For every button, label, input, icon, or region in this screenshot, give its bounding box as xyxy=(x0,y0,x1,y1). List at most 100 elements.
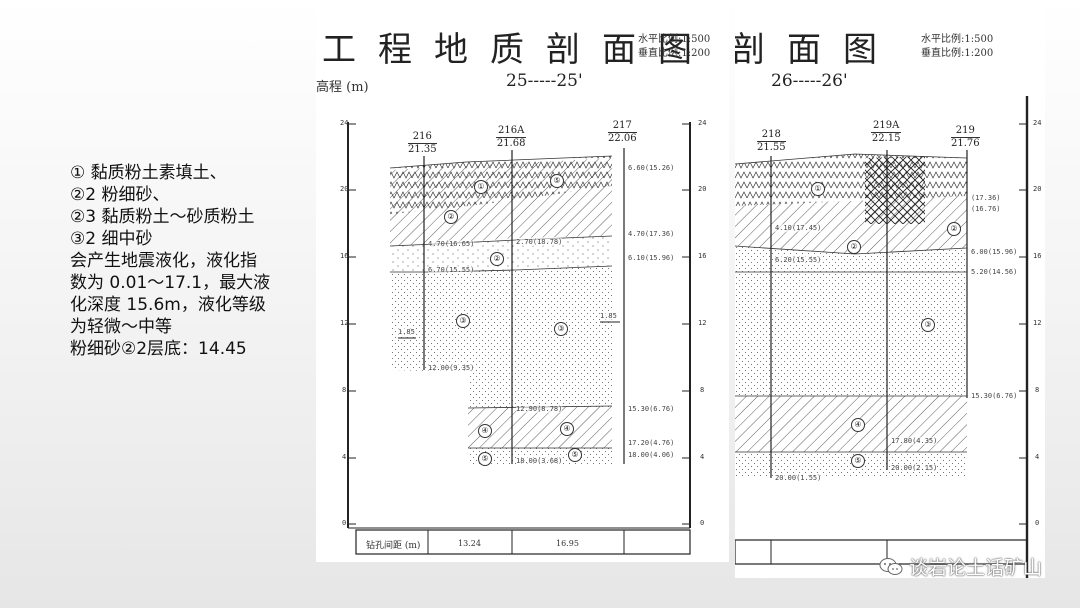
borehole-header: 216A 21.68 xyxy=(496,125,527,150)
borehole-elevation: 21.76 xyxy=(951,138,980,149)
spacing-value: 13.24 xyxy=(458,539,481,548)
layer-id: ① xyxy=(474,180,488,194)
tick-label: 4 xyxy=(700,453,705,461)
tick-label: 8 xyxy=(700,386,705,394)
tick-label: 0 xyxy=(342,519,347,527)
layer-label: 20.00(1.55) xyxy=(775,474,822,482)
tick-label: 12 xyxy=(1033,319,1042,327)
tick-label: 20 xyxy=(340,185,349,193)
layer-label: 12.90(8.78) xyxy=(516,405,563,413)
borehole-number: 216A xyxy=(496,125,527,138)
borehole-elevation: 21.68 xyxy=(496,138,526,149)
layer-id: ② xyxy=(847,240,861,254)
tick-label: 20 xyxy=(1033,185,1042,193)
layer-label: 17.80(4.35) xyxy=(891,437,938,445)
tick-label: 12 xyxy=(698,319,707,327)
borehole-number: 218 xyxy=(757,129,786,142)
layer-label: 6.10(15.96) xyxy=(628,254,675,262)
layer-label: 2.70(18.78) xyxy=(516,238,563,246)
layer-label: 12.00(9.35) xyxy=(428,364,475,372)
tick-label: 4 xyxy=(1035,453,1040,461)
tick-label: 8 xyxy=(1035,386,1040,394)
borehole-header: 219A 22.15 xyxy=(871,120,902,145)
borehole-elevation: 21.35 xyxy=(408,144,437,155)
tick-label: 24 xyxy=(1033,119,1042,127)
layer-label: 4.10(17.45) xyxy=(775,224,822,232)
layer-id: ③ xyxy=(921,318,935,332)
layer-label: 4.70(17.36) xyxy=(628,230,675,238)
layer-id: ③ xyxy=(554,322,568,336)
profile-a-elev-label: 高程 (m) xyxy=(316,80,369,95)
profile-a-scale-v: 垂直比例:1:200 xyxy=(638,48,711,59)
layer-label: 6.20(15.55) xyxy=(775,256,822,264)
tick-label: 4 xyxy=(342,453,347,461)
watermark-text: 谈岩论土话矿山 xyxy=(908,557,1042,579)
layer-label: 6.60(15.26) xyxy=(628,164,675,172)
tick-label: 24 xyxy=(698,119,707,127)
note-line: ① 黏质粉土素填土、 xyxy=(70,163,227,183)
note-line: 数为 0.01～17.1，最大液 xyxy=(70,273,271,293)
layer-id: ② xyxy=(490,252,504,266)
tick-label: 16 xyxy=(698,252,707,260)
layer-id: ⑤ xyxy=(851,454,865,468)
layer-label: 6.00(15.96) xyxy=(971,248,1018,256)
profile-a-section-label: 25-----25' xyxy=(506,71,583,91)
tick-label: 16 xyxy=(340,252,349,260)
profile-b-title: 剖面图 xyxy=(735,30,899,70)
tick-label: 16 xyxy=(1033,252,1042,260)
layer-id: ② xyxy=(444,210,458,224)
borehole-elevation: 21.55 xyxy=(757,142,786,153)
layer-label: (17.36) xyxy=(971,194,1001,202)
note-line: ②3 黏质粉土～砂质粉土 xyxy=(70,207,255,227)
tick-label: 0 xyxy=(700,519,705,527)
layer-label: (16.76) xyxy=(971,205,1001,213)
layer-label: 6.70(15.55) xyxy=(428,266,475,274)
layer-label: 5.20(14.56) xyxy=(971,268,1018,276)
profile-b-drawing xyxy=(735,96,1029,578)
layer-label: 15.30(6.76) xyxy=(628,405,675,413)
footer-spacing-label: 钻孔间距 (m) xyxy=(366,541,421,551)
profile-a-drawing xyxy=(347,122,691,555)
layer-id: ④ xyxy=(851,418,865,432)
watermark: 谈岩论土话矿山 xyxy=(879,553,1042,580)
profile-a-image: 工程地质剖面图 水平比例:1:500 垂直比例:1:200 高程 (m) 25-… xyxy=(316,0,729,562)
profile-b-section-label: 26-----26' xyxy=(771,71,848,91)
borehole-elevation: 22.06 xyxy=(608,133,637,144)
note-line: 为轻微～中等 xyxy=(70,317,172,337)
borehole-number: 219 xyxy=(951,125,980,138)
borehole-header: 216 21.35 xyxy=(408,131,437,156)
profile-b-scale-h: 水平比例:1:500 xyxy=(921,34,994,45)
chat-bubble-icon xyxy=(879,557,903,575)
layer-id: ① xyxy=(811,182,825,196)
layer-id: ④ xyxy=(478,424,492,438)
note-line: 化深度 15.6m，液化等级 xyxy=(70,295,266,315)
borehole-number: 219A xyxy=(871,120,902,133)
note-summary: 粉细砂②2层底：14.45 xyxy=(70,339,247,359)
layer-label: 15.30(6.76) xyxy=(971,392,1018,400)
tick-label: 20 xyxy=(698,185,707,193)
notes-panel: ① 黏质粉土素填土、 ②2 粉细砂、 ②3 黏质粉土～砂质粉土 ③2 细中砂 会… xyxy=(70,162,310,360)
borehole-elevation: 22.15 xyxy=(871,133,901,144)
water-level-label: 1.85 xyxy=(398,328,415,336)
borehole-number: 216 xyxy=(408,131,437,144)
layer-id: ⑤ xyxy=(550,174,564,188)
layer-id: ⑤ xyxy=(568,448,582,462)
profile-a-title: 工程地质剖面图 xyxy=(322,30,714,70)
layer-id: ③ xyxy=(456,314,470,328)
layer-id: ⑤ xyxy=(478,452,492,466)
layer-label: 20.00(2.15) xyxy=(891,464,938,472)
water-level-label: 1.85 xyxy=(600,312,617,320)
tick-label: 8 xyxy=(342,386,347,394)
profile-b-scale-v: 垂直比例:1:200 xyxy=(921,48,994,59)
layer-id: ④ xyxy=(560,422,574,436)
layer-label: 4.70(16.65) xyxy=(428,240,475,248)
note-line: ②2 粉细砂、 xyxy=(70,185,170,205)
tick-label: 0 xyxy=(1035,519,1040,527)
tick-label: 24 xyxy=(340,119,349,127)
note-line: ③2 细中砂 xyxy=(70,229,153,249)
borehole-header: 217 22.06 xyxy=(608,120,637,145)
profile-a-scale-h: 水平比例:1:500 xyxy=(638,34,711,45)
note-line: 会产生地震液化，液化指 xyxy=(70,251,257,271)
layer-label: 18.00(4.06) xyxy=(628,451,675,459)
